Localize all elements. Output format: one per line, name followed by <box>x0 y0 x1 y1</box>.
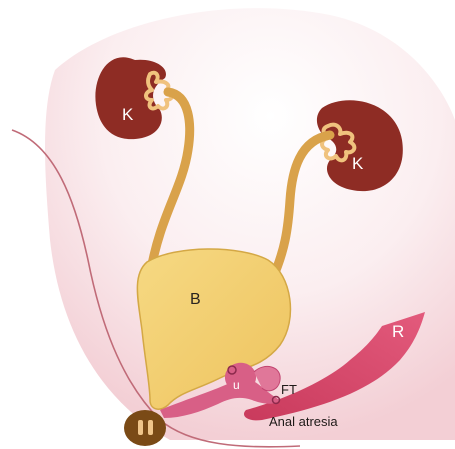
label-fallopian-tubes: FT <box>281 383 297 396</box>
label-kidney-right: K <box>352 155 363 172</box>
label-kidney-left: K <box>122 106 133 123</box>
perineal-knob <box>124 410 166 446</box>
label-anal-atresia: Anal atresia <box>269 415 338 428</box>
label-rectum: R <box>392 323 404 340</box>
label-bladder: B <box>190 292 201 308</box>
label-uterus: u <box>233 379 240 391</box>
